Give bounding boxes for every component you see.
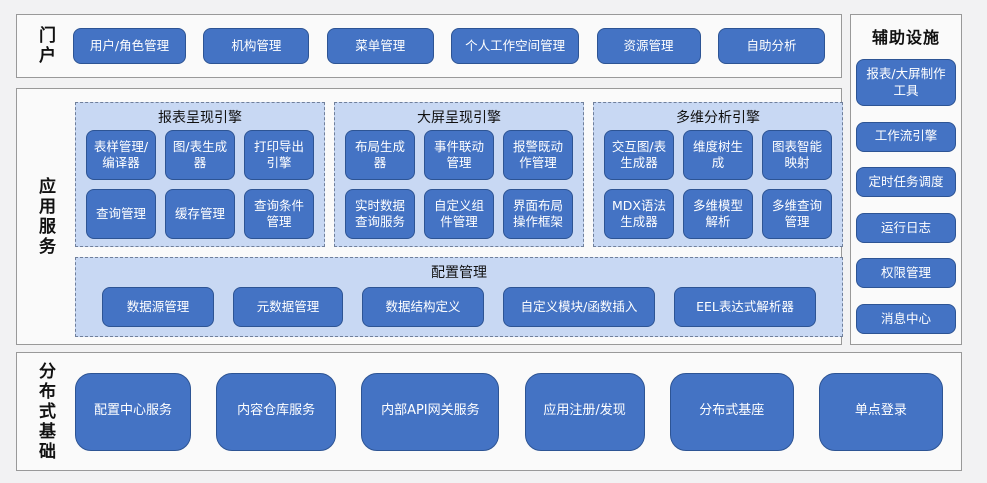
- engine-node: 图表智能映射: [762, 130, 832, 180]
- olap-engine-group: 多维分析引擎 交互图/表生成器 维度树生成 图表智能映射 MDX语法生成器 多维…: [593, 102, 843, 247]
- report-engine-title: 报表呈现引擎: [158, 110, 242, 126]
- engine-node: 多维模型解析: [683, 189, 753, 239]
- portal-node: 机构管理: [203, 28, 310, 64]
- distributed-base-section-label: 分布式基础: [35, 361, 55, 462]
- dashboard-engine-grid: 布局生成器 事件联动管理 报警既动作管理 实时数据查询服务 自定义组件管理 界面…: [345, 130, 573, 239]
- portal-node: 个人工作空间管理: [451, 28, 580, 64]
- distributed-node: 配置中心服务: [75, 372, 191, 451]
- engine-node: 交互图/表生成器: [604, 130, 674, 180]
- engine-node: 报警既动作管理: [503, 130, 573, 180]
- distributed-node: 应用注册/发现: [524, 372, 645, 451]
- dashboard-engine-group: 大屏呈现引擎 布局生成器 事件联动管理 报警既动作管理 实时数据查询服务 自定义…: [334, 102, 584, 247]
- engine-node: 图/表生成器: [165, 130, 235, 180]
- olap-engine-grid: 交互图/表生成器 维度树生成 图表智能映射 MDX语法生成器 多维模型解析 多维…: [604, 130, 832, 239]
- distributed-button-row: 配置中心服务 内容仓库服务 内部API网关服务 应用注册/发现 分布式基座 单点…: [75, 372, 943, 451]
- engine-node: 缓存管理: [165, 189, 235, 239]
- config-node: EEL表达式解析器: [674, 287, 816, 327]
- auxiliary-node: 报表/大屏制作工具: [856, 59, 956, 106]
- auxiliary-section: 辅助设施 报表/大屏制作工具 工作流引擎 定时任务调度 运行日志 权限管理 消息…: [850, 14, 962, 345]
- report-engine-grid: 表样管理/编译器 图/表生成器 打印导出引擎 查询管理 缓存管理 查询条件管理: [86, 130, 314, 239]
- config-button-row: 数据源管理 元数据管理 数据结构定义 自定义模块/函数插入 EEL表达式解析器: [102, 285, 816, 329]
- engine-node: 查询管理: [86, 189, 156, 239]
- report-engine-group: 报表呈现引擎 表样管理/编译器 图/表生成器 打印导出引擎 查询管理 缓存管理 …: [75, 102, 325, 247]
- portal-node: 菜单管理: [326, 28, 434, 64]
- distributed-node: 内部API网关服务: [361, 372, 500, 451]
- auxiliary-node: 运行日志: [856, 212, 956, 243]
- distributed-node: 单点登录: [818, 372, 943, 451]
- auxiliary-section-label: 辅助设施: [871, 28, 940, 47]
- engine-groups-row: 报表呈现引擎 表样管理/编译器 图/表生成器 打印导出引擎 查询管理 缓存管理 …: [75, 102, 843, 247]
- portal-button-row: 用户/角色管理 机构管理 菜单管理 个人工作空间管理 资源管理 自助分析: [73, 28, 825, 64]
- engine-node: 多维查询管理: [762, 189, 832, 239]
- distributed-node: 分布式基座: [669, 372, 794, 451]
- distributed-base-section: 分布式基础 配置中心服务 内容仓库服务 内部API网关服务 应用注册/发现 分布…: [16, 352, 962, 471]
- portal-node: 用户/角色管理: [73, 28, 186, 64]
- auxiliary-node: 消息中心: [856, 303, 956, 334]
- engine-node: 维度树生成: [683, 130, 753, 180]
- config-node: 自定义模块/函数插入: [503, 287, 655, 327]
- engine-node: 事件联动管理: [424, 130, 494, 180]
- config-management-title: 配置管理: [431, 265, 487, 281]
- config-node: 数据源管理: [102, 287, 214, 327]
- portal-node: 自助分析: [717, 28, 825, 64]
- app-services-section: 应用服务 报表呈现引擎 表样管理/编译器 图/表生成器 打印导出引擎 查询管理 …: [16, 88, 843, 345]
- auxiliary-node: 工作流引擎: [856, 121, 956, 152]
- config-management-group: 配置管理 数据源管理 元数据管理 数据结构定义 自定义模块/函数插入 EEL表达…: [75, 257, 843, 337]
- engine-node: 布局生成器: [345, 130, 415, 180]
- engine-node: 界面布局操作框架: [503, 189, 573, 239]
- engine-node: 表样管理/编译器: [86, 130, 156, 180]
- distributed-node: 内容仓库服务: [216, 372, 337, 451]
- engine-node: 实时数据查询服务: [345, 189, 415, 239]
- app-services-section-label: 应用服务: [35, 176, 55, 257]
- engine-node: 查询条件管理: [244, 189, 314, 239]
- auxiliary-node: 定时任务调度: [856, 167, 956, 198]
- portal-node: 资源管理: [596, 28, 701, 64]
- portal-section-label: 门户: [35, 26, 55, 66]
- config-node: 元数据管理: [233, 287, 343, 327]
- portal-section: 门户 用户/角色管理 机构管理 菜单管理 个人工作空间管理 资源管理 自助分析: [16, 14, 842, 78]
- engine-node: MDX语法生成器: [604, 189, 674, 239]
- dashboard-engine-title: 大屏呈现引擎: [417, 110, 501, 126]
- config-node: 数据结构定义: [362, 287, 484, 327]
- auxiliary-node: 权限管理: [856, 258, 956, 289]
- engine-node: 打印导出引擎: [244, 130, 314, 180]
- engine-node: 自定义组件管理: [424, 189, 494, 239]
- olap-engine-title: 多维分析引擎: [676, 110, 760, 126]
- auxiliary-button-column: 报表/大屏制作工具 工作流引擎 定时任务调度 运行日志 权限管理 消息中心: [851, 59, 961, 334]
